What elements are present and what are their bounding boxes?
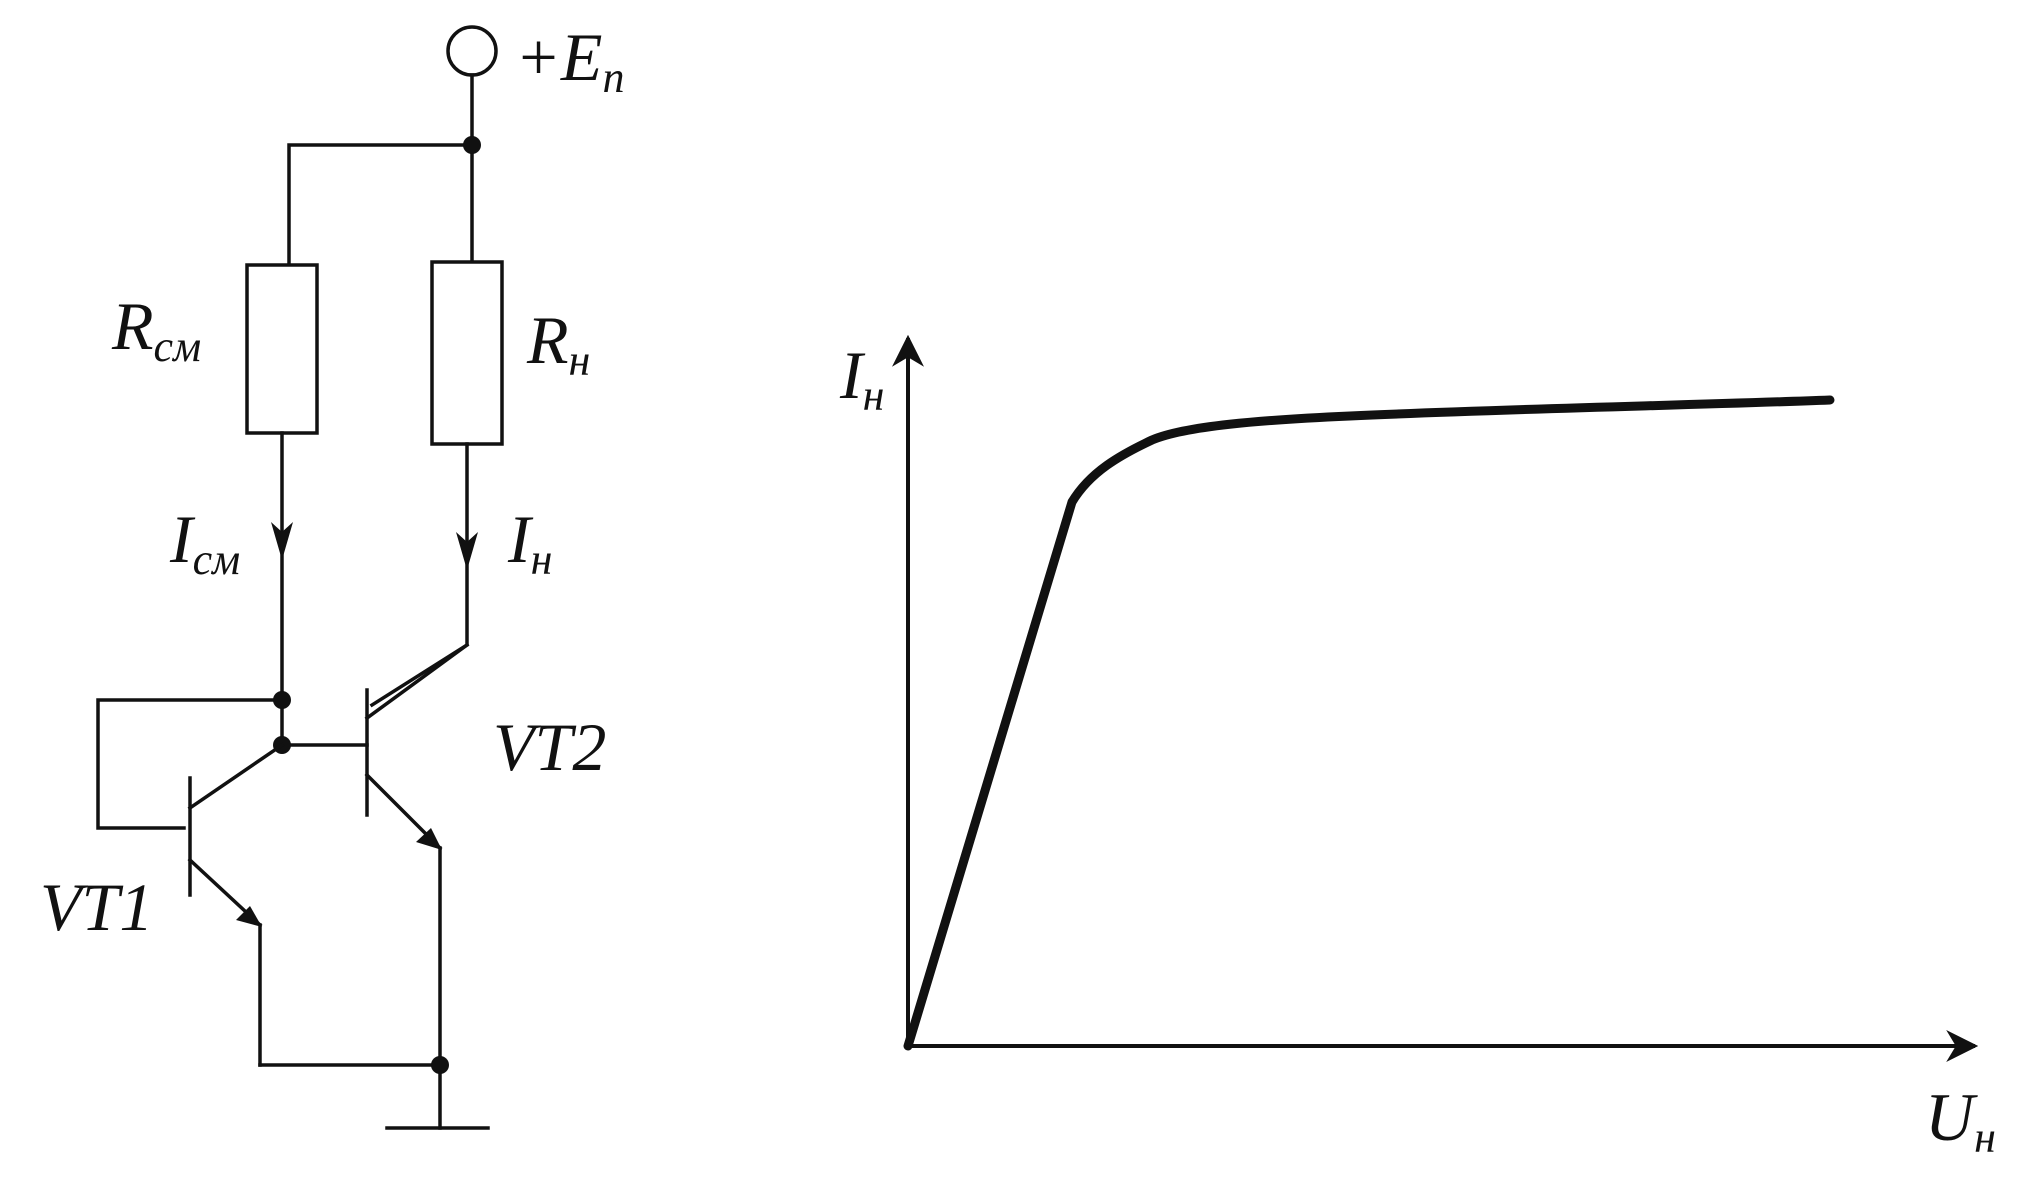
vt2-transistor [364,642,470,1067]
x-axis-label: Uн [1925,1079,1996,1162]
supply-junction-dot [463,136,481,154]
load-current-label: Iн [507,501,552,584]
iv-characteristic-graph: Iн Uн [839,334,1996,1162]
y-axis-label: Iн [839,337,884,420]
circuit-schematic: +Eп Rсм Rн Iсм Iн VT1 [40,19,624,1130]
vt1-label: VT1 [40,869,153,945]
vt1-transistor [187,742,285,1067]
load-current-curve [903,395,1835,1051]
load-resistor [430,260,504,446]
collector-junction-dot [273,691,291,709]
supply-terminal [446,25,498,77]
supply-rail-wire [287,73,474,267]
load-current-arrow [456,532,478,570]
vt2-label: VT2 [493,709,606,785]
load-branch-wire [369,442,469,708]
bias-current-label: Iсм [169,501,240,584]
bias-current-arrow [271,522,293,560]
ground-return-wire [258,1063,442,1130]
ground-junction-dot [431,1056,449,1074]
load-resistor-label: Rн [526,302,590,385]
bias-resistor-label: Rсм [111,288,201,371]
supply-label: +Eп [515,19,624,102]
vt1-diode-link-wire [96,698,284,830]
bias-resistor [245,263,319,435]
